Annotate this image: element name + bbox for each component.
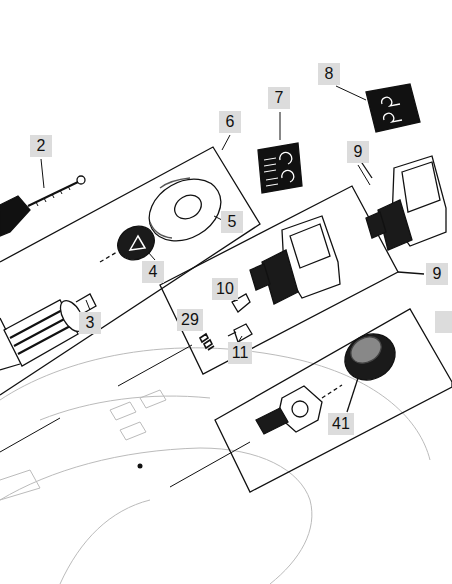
label-plate <box>366 84 420 132</box>
callout-box <box>435 311 452 333</box>
callout-number: 9 <box>347 141 369 163</box>
callout-number: 29 <box>177 309 203 331</box>
assembly-lines <box>0 345 250 487</box>
leader-line <box>347 378 358 412</box>
assembly-axis <box>100 252 117 262</box>
callout-number: 9 <box>426 263 448 285</box>
callout-number: 5 <box>221 211 243 233</box>
leader-line <box>398 272 424 274</box>
callout-number: 11 <box>228 342 253 364</box>
leader-line <box>41 86 370 341</box>
callout-number: 7 <box>268 87 290 109</box>
callout-number: 2 <box>30 135 52 157</box>
callout-number: 6 <box>219 111 241 133</box>
callout-number: 41 <box>328 413 354 435</box>
callout-number: 4 <box>142 261 164 283</box>
dashboard-outline <box>0 348 430 584</box>
rocker-switch <box>250 216 340 304</box>
dot <box>138 464 143 469</box>
callout-number: 3 <box>79 312 101 334</box>
rocker-switch <box>360 156 446 250</box>
callout-number: 10 <box>212 278 238 300</box>
callout-number: 8 <box>318 63 340 85</box>
screw-part <box>0 176 85 236</box>
knob <box>336 325 403 389</box>
hazard-cap <box>112 220 161 267</box>
label-plate <box>258 143 302 193</box>
group-frame <box>0 147 452 492</box>
